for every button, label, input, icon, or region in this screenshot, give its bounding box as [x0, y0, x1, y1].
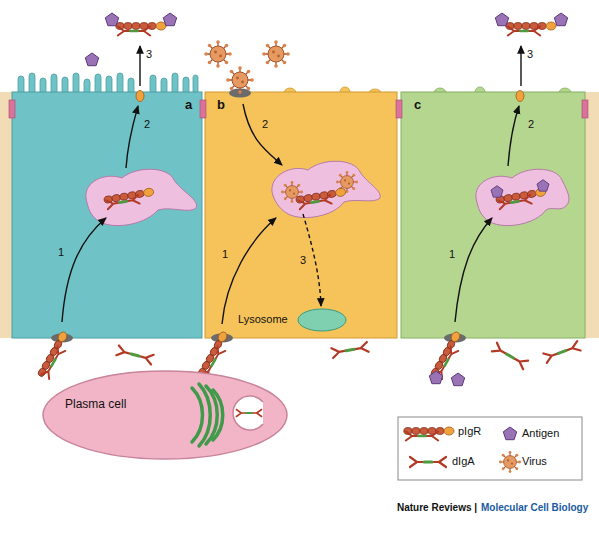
secretory-vesicle	[233, 396, 263, 430]
label-holder: 2	[144, 118, 150, 131]
epithelial-cell	[401, 92, 585, 338]
label-holder: Nature Reviews |	[397, 502, 477, 514]
label-holder: 1	[222, 248, 228, 261]
cell-letter: a	[185, 98, 192, 113]
callout-number: 2	[144, 118, 150, 131]
journal-credit: Nature Reviews |	[397, 502, 477, 514]
label-holder: Molecular Cell Biology	[481, 502, 588, 514]
molecules	[36, 13, 580, 386]
label-holder: 2	[528, 118, 534, 131]
epithelial-cell	[205, 92, 397, 338]
legend-text: Antigen	[522, 427, 559, 440]
callout-number: 1	[222, 248, 228, 261]
endosome	[86, 161, 569, 225]
cell-letter: c	[414, 98, 421, 113]
callout-number: 3	[527, 48, 533, 61]
label-holder: 3	[527, 48, 533, 61]
molecules	[236, 410, 261, 417]
epithelial-cell: bLysosome	[205, 92, 397, 338]
organelle-label: Lysosome	[238, 313, 288, 326]
callout-number: 3	[300, 254, 306, 267]
label-holder: Virus	[522, 455, 547, 468]
callout-number: 1	[449, 248, 455, 261]
legend-text: pIgR	[458, 425, 481, 438]
lysosome: Lysosome	[238, 308, 350, 332]
legend-text: Virus	[522, 455, 547, 468]
label-holder: pIgR	[458, 425, 481, 438]
epithelial-cell: a	[12, 92, 202, 338]
label-holder: 3	[146, 48, 152, 61]
label-holder: 2	[262, 118, 268, 131]
neighbour-cell	[585, 92, 599, 338]
epithelial-cell: c	[401, 92, 585, 338]
neighbour-cell	[0, 92, 12, 338]
journal-credit: Molecular Cell Biology	[481, 502, 588, 514]
cell-label: Plasma cell	[65, 398, 126, 412]
legend-text: dIgA	[452, 455, 475, 468]
callout-number: 1	[58, 246, 64, 259]
tight-junction	[9, 100, 588, 118]
callout-number: 2	[262, 118, 268, 131]
golgi-stack	[192, 384, 223, 446]
transport-arrow	[62, 46, 521, 324]
plasma-cell: Plasma cell	[43, 371, 287, 459]
callout-number: 3	[146, 48, 152, 61]
legend-box	[398, 417, 582, 480]
label-holder: 3	[300, 254, 306, 267]
cell-letter: b	[217, 98, 225, 113]
label-holder: 1	[58, 246, 64, 259]
epithelial-cell	[12, 92, 202, 338]
label-holder: dIgA	[452, 455, 475, 468]
label-holder: 1	[449, 248, 455, 261]
label-holder: Antigen	[522, 427, 559, 440]
callout-number: 2	[528, 118, 534, 131]
plasma-cell-body	[43, 371, 287, 459]
lysosome-organelle	[298, 309, 346, 331]
